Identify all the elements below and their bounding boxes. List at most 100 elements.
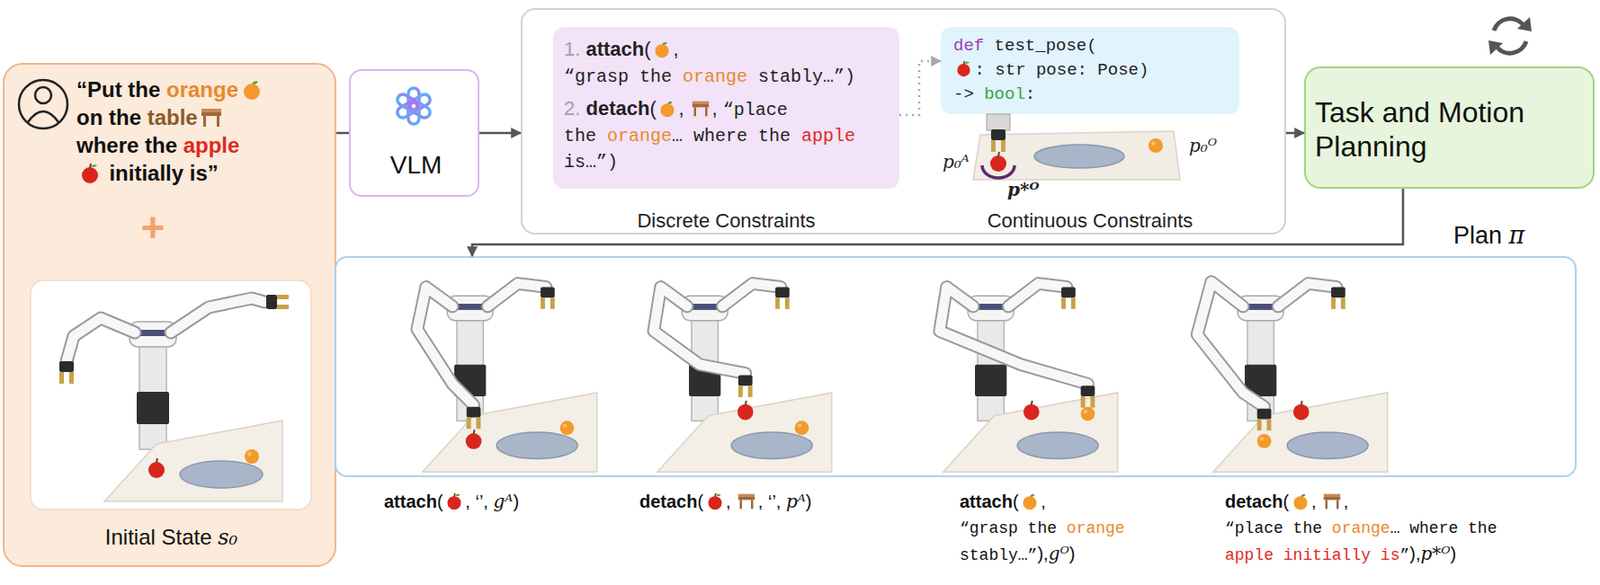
text-slot: + [133, 205, 173, 251]
text-run: Plan [1453, 222, 1510, 250]
drawing-part [1081, 385, 1096, 409]
drawing-part [1023, 401, 1040, 421]
image-frame [30, 280, 312, 510]
action-label: detach(, , ‘’, pᴬ) [639, 489, 813, 515]
apple-icon [706, 492, 725, 511]
text-slot: detach(, , ‘’, pᴬ) [639, 489, 813, 515]
drawing-part [982, 165, 1015, 179]
planner-box: Task and Motion Planning [1304, 66, 1595, 189]
text-run: s₀ [217, 525, 238, 551]
code-box: def test_pose( : str pose: Pose) -> bool… [940, 26, 1240, 115]
pose-illustration [973, 114, 1180, 180]
text-run: is…”) [563, 151, 618, 173]
text-run: “grasp the [959, 519, 1067, 538]
apple-icon [79, 162, 101, 185]
drawing-part [657, 295, 832, 473]
table-icon [737, 492, 756, 511]
text-run: 1. [563, 37, 581, 61]
text-slot: p*ᴼ [1007, 178, 1039, 201]
drawing-part [943, 295, 1118, 473]
user-icon [18, 80, 68, 129]
drawing-part [1197, 282, 1264, 408]
text-run: orange [1066, 519, 1126, 538]
drawing-part [35, 87, 52, 104]
text-run: , ‘’, [464, 491, 493, 512]
apple-icon [445, 492, 464, 511]
robot-scene [1197, 282, 1388, 474]
text-run: ( [1012, 491, 1019, 512]
input-panel: “Put the orange on the table where the a… [2, 62, 337, 568]
table-icon [200, 107, 223, 129]
text-run: detach [1224, 491, 1283, 512]
pose-label: p₀ᴬ [942, 151, 970, 173]
drawing-part [487, 283, 546, 306]
text-run: Continuous Constraints [987, 209, 1194, 233]
drawing-part [1517, 17, 1532, 32]
text-run: stably…”) [747, 66, 856, 88]
text-run: “grasp the [563, 66, 683, 88]
drawing-part [417, 286, 474, 405]
text-run: ( [697, 491, 704, 512]
constraint-item: 1. attach(, “grasp the orange stably…”) [563, 35, 856, 90]
text-run: “place [723, 99, 788, 121]
text-slot: p₀ᴬ [942, 151, 970, 173]
text-run: def [953, 35, 984, 56]
text-run: Task and Motion Planning [1314, 96, 1525, 163]
text-run: , ‘’, [758, 491, 787, 512]
text-run: π [1509, 221, 1526, 250]
drawing-part [653, 286, 746, 374]
drawing-part [990, 151, 1007, 172]
text-run: detach [585, 97, 650, 120]
apple-icon [955, 60, 973, 78]
text-run: attach [959, 491, 1013, 512]
text-run: ” [1399, 546, 1410, 565]
text-run: attach [384, 491, 438, 512]
table-icon [1322, 492, 1341, 511]
text-slot: attach(, “grasp the orange stably…”),gᴼ) [959, 489, 1126, 569]
text-run [580, 37, 586, 61]
text-run: the [563, 125, 608, 147]
connector [1286, 132, 1305, 135]
connector [472, 188, 1404, 257]
text-run: , [1040, 491, 1046, 512]
text-run: Initial State [105, 525, 218, 550]
drawing-part [653, 286, 746, 374]
constraint-item: 2. detach(, , “place the orange… where t… [563, 95, 856, 176]
orange-icon [658, 99, 677, 118]
text-run: “place the [1224, 519, 1332, 538]
text-run: bool [983, 84, 1026, 105]
drawing-part [244, 449, 260, 465]
state-caption: Initial State s₀ [105, 524, 238, 552]
text-slot: def test_pose( : str pose: Pose) -> bool… [953, 34, 1149, 108]
text-run: table [147, 105, 198, 130]
table-icon [691, 99, 710, 118]
text-run: ) [1069, 544, 1076, 564]
pose-label: p*ᴼ [1007, 178, 1039, 201]
drawing-part [417, 286, 474, 405]
text-run: , [1311, 491, 1322, 512]
text-run: ) [805, 491, 813, 512]
text-run: p₀ᴼ [1188, 134, 1217, 157]
planner-label: Task and Motion Planning [1314, 95, 1588, 164]
text-slot: 1. attach(, “grasp the orange stably…”) [563, 35, 856, 90]
drawing-part [465, 429, 483, 450]
text-run: orange [682, 66, 748, 88]
drawing-part [991, 129, 1006, 152]
drawing-part [1008, 283, 1067, 306]
drawing-part [775, 286, 790, 310]
text-slot: Task and Motion Planning [1314, 95, 1588, 164]
text-run: : [1025, 84, 1036, 105]
robot-scene [417, 283, 598, 473]
drawing-part [1061, 286, 1076, 310]
code-text: def test_pose( : str pose: Pose) -> bool… [953, 34, 1149, 108]
text-run: initially is” [103, 160, 219, 186]
pose-label: p₀ᴼ [1188, 134, 1217, 157]
drawing-part [1278, 283, 1337, 306]
text-run: attach [585, 37, 644, 61]
text-run: ( [643, 37, 651, 61]
drawing-part [973, 131, 1180, 180]
text-run: ), [1409, 544, 1421, 564]
drawing-part [795, 420, 810, 436]
text-run: stably…” [959, 546, 1037, 565]
